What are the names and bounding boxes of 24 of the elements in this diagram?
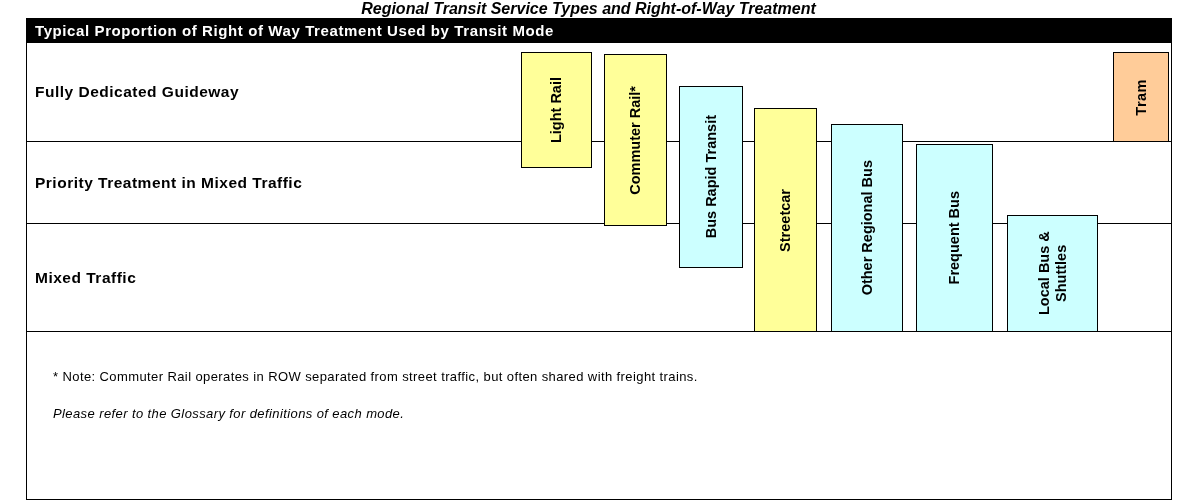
mode-label: Bus Rapid Transit bbox=[702, 115, 720, 239]
row-label: Fully Dedicated Guideway bbox=[35, 83, 240, 101]
mode-label: Commuter Rail* bbox=[627, 85, 644, 195]
mode-label: Local Bus & Shuttles bbox=[1035, 230, 1070, 318]
mode-bar bbox=[1007, 215, 1098, 332]
mode-bar bbox=[679, 86, 743, 268]
diagram-title: Regional Transit Service Types and Right-of-Way Treatment bbox=[360, 0, 818, 17]
mode-label: Streetcar bbox=[777, 188, 794, 252]
row-label: Mixed Traffic bbox=[35, 268, 137, 287]
mode-bar bbox=[604, 54, 667, 226]
mode-bar bbox=[521, 52, 592, 168]
note-text: * Note: Commuter Rail operates in ROW separated from street traffic, but often shared with freight trains. bbox=[53, 369, 698, 384]
mode-bar bbox=[831, 124, 903, 332]
mode-label: Tram bbox=[1132, 78, 1150, 116]
note-text: Please refer to the Glossary for definitions of each mode. bbox=[53, 406, 405, 421]
mode-bar bbox=[1113, 52, 1169, 142]
mode-label: Frequent Bus bbox=[946, 191, 963, 285]
mode-bar bbox=[916, 144, 993, 332]
mode-label: Light Rail bbox=[548, 76, 565, 144]
row-label: Priority Treatment in Mixed Traffic bbox=[35, 173, 303, 192]
mode-label: Other Regional Bus bbox=[858, 160, 876, 296]
header-band bbox=[27, 19, 1171, 43]
header-text: Typical Proportion of Right of Way Treatment Used by Transit Mode bbox=[35, 22, 555, 39]
mode-bar bbox=[754, 108, 817, 332]
